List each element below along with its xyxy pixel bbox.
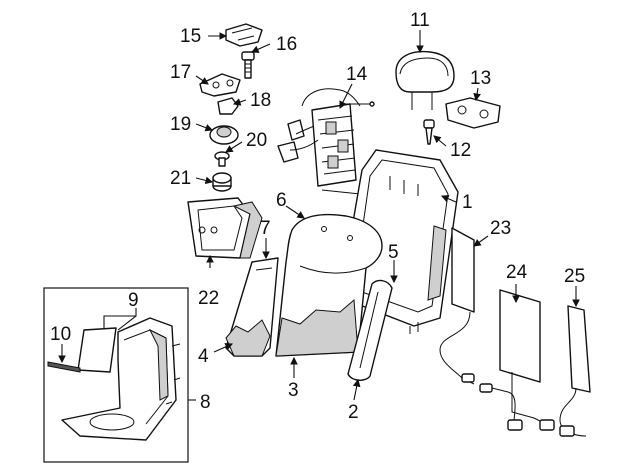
part-15-cover [225,23,263,47]
part-16-bolt [241,51,255,79]
callout-23: 23 [490,218,511,239]
callout-11: 11 [410,10,430,31]
callout-9: 9 [128,290,139,311]
part-21-cap [212,172,232,192]
callout-17: 17 [170,62,191,83]
callout-5: 5 [388,242,399,263]
part-3-backing-board [275,298,359,357]
callout-8: 8 [200,392,211,413]
part-22-pad [187,197,263,259]
part-2-side-bolster-right [347,279,393,381]
callout-13: 13 [470,68,491,89]
part-14-recliner-mechanism [277,88,375,197]
part-13-guide-plate [445,97,501,129]
callout-12: 12 [450,140,471,161]
callout-3: 3 [288,380,299,401]
callout-18: 18 [250,90,271,111]
part-19-grommet [209,125,239,145]
part-25-heater-strip [559,305,591,437]
callout-15: 15 [180,26,201,47]
part-8-seatback-assembly [61,317,181,441]
part-4-side-bolster [225,257,279,357]
part-23-heater-element [439,227,523,431]
callout-22: 22 [198,288,219,309]
part-24-heater-pad [499,289,555,431]
callout-1: 1 [462,192,473,213]
callout-21: 21 [170,168,191,189]
callout-14: 14 [346,64,368,85]
part-20-pin [214,151,230,167]
part-18-clip [217,97,239,115]
callout-6: 6 [276,190,287,211]
callout-16: 16 [276,34,297,55]
callout-24: 24 [506,262,528,283]
callout-25: 25 [564,266,585,287]
part-12-guide [423,119,435,145]
callout-numbers: 15 16 17 18 19 20 21 14 11 13 12 1 6 7 5… [50,10,585,423]
assembly-inset-frame [43,287,189,463]
part-10-rod [47,361,81,373]
callout-2: 2 [348,402,359,423]
callout-19: 19 [170,114,191,135]
callout-4: 4 [198,346,209,367]
part-9-pad [77,327,117,373]
part-17-bracket [199,73,241,97]
leader-lines [58,30,580,401]
callout-20: 20 [246,130,267,151]
part-11-headrest [395,50,455,110]
callout-10: 10 [50,324,71,345]
callout-7: 7 [260,218,271,239]
